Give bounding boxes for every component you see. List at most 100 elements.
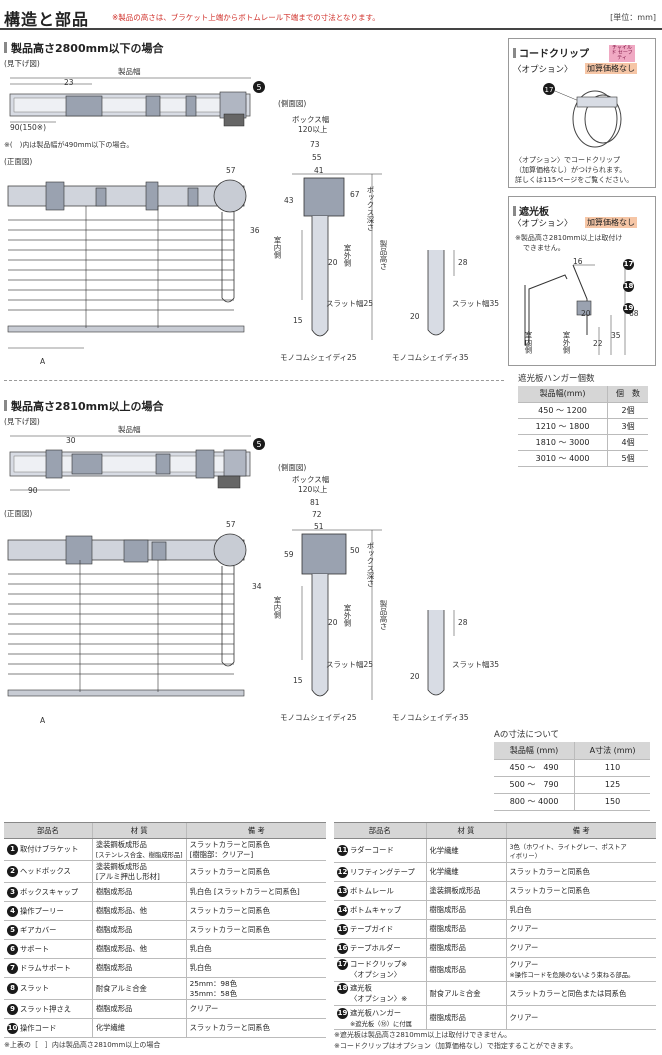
section1-dim-a: A xyxy=(40,357,46,366)
section1-dim-43: 43 xyxy=(284,196,294,205)
section2-dim-90: 90 xyxy=(28,486,38,495)
section2-dim-a: A xyxy=(40,716,46,725)
cord-clip-option: 〈オプション〉 xyxy=(513,65,573,75)
section1-dim-36: 36 xyxy=(250,226,260,235)
section2-dim-59: 59 xyxy=(284,550,294,559)
shade-plate-box: 遮光板 〈オプション〉 加算価格なし ※製品高さ2810mm以上は取付け できま… xyxy=(508,196,656,366)
section1-product-width: 製品幅 xyxy=(118,67,141,76)
section2-dim-50: 50 xyxy=(350,546,360,555)
section2-indoor: 室内側 xyxy=(273,596,282,619)
hanger-table-title: 遮光板ハンガー個数 xyxy=(518,374,595,384)
section1-product-height: 製品高さ xyxy=(379,240,388,270)
section1-note: ※( )内は製品幅が490mm以下の場合。 xyxy=(4,141,134,149)
section1-box-width: ボックス幅 xyxy=(292,115,330,124)
section2-dim-72: 72 xyxy=(312,510,322,519)
section2-dim-20: 20 xyxy=(328,618,338,627)
section1-slat35: スラット幅35 xyxy=(452,299,500,308)
section2-box-depth: ボックス深さ xyxy=(366,542,375,587)
shade-plate-title: 遮光板 xyxy=(513,203,549,218)
shade-plate-dim-68: 68 xyxy=(629,309,639,318)
section2-slat25: スラット幅25 xyxy=(326,660,374,669)
section2-dim-30: 30 xyxy=(66,436,76,445)
shade-plate-outdoor: 室外側 xyxy=(562,331,571,354)
section1-top-view-drawing xyxy=(9,77,251,127)
page-title: 構造と部品 xyxy=(4,10,90,29)
section1-dim-28: 28 xyxy=(458,258,468,267)
section1-slat35-drawing xyxy=(427,250,455,336)
parts-left-footnote: ※上表の［ ］内は製品高さ2810mm以上の場合 xyxy=(4,1041,161,1049)
section2-dim-81: 81 xyxy=(310,498,320,507)
cord-clip-title: コードクリップ xyxy=(513,45,589,60)
section1-indoor: 室内側 xyxy=(273,236,282,259)
svg-text:5: 5 xyxy=(256,83,261,92)
section1-dim-15: 15 xyxy=(293,316,303,325)
section1-slat25: スラット幅25 xyxy=(326,299,374,308)
section1-box-depth: ボックス深さ xyxy=(366,186,375,231)
section2-side-view-label: (側面図) xyxy=(278,463,307,472)
section1-front-view-drawing xyxy=(7,179,247,349)
cord-clip-price: 加算価格なし xyxy=(585,63,637,74)
section1-dim-20: 20 xyxy=(328,258,338,267)
shade-plate-option: 〈オプション〉 xyxy=(513,219,573,229)
callout-5-icon: 5 xyxy=(253,81,265,93)
a-table-title: Aの寸法について xyxy=(494,730,560,740)
cord-clip-drawing: 17 xyxy=(543,83,622,148)
shade-plate-dim-16: 16 xyxy=(573,257,583,266)
section1-dim-57: 57 xyxy=(226,166,236,175)
shade-plate-dim-20: 20 xyxy=(581,309,591,318)
section2-top-view-drawing xyxy=(9,435,251,491)
section1-dim-73: 73 xyxy=(310,140,320,149)
section2-slat35: スラット幅35 xyxy=(452,660,500,669)
section1-outdoor: 室外側 xyxy=(343,244,352,267)
section2-dim-15: 15 xyxy=(293,676,303,685)
section2-top-view-label: (見下げ図) xyxy=(4,417,40,426)
section1-box-width2: 120以上 xyxy=(298,125,328,134)
section2-front-view-label: (正面図) xyxy=(4,509,33,518)
svg-text:5: 5 xyxy=(256,440,261,449)
section2-title: 製品高さ2810mm以上の場合 xyxy=(4,398,164,414)
section2-side-view-drawing xyxy=(292,529,382,700)
section1-dim-20b: 20 xyxy=(410,312,420,321)
header-divider xyxy=(0,28,662,30)
section1-side-view-label: (側面図) xyxy=(278,99,307,108)
section1-side-view-drawing xyxy=(292,173,382,340)
cord-clip-desc1: 〈オプション〉でコードクリップ xyxy=(515,156,620,164)
shade-plate-indoor: 室内側 xyxy=(524,331,533,354)
section2-box-width: ボックス幅 xyxy=(292,475,330,484)
parts-right-footnote1: ※遮光板は製品高さ2810mm以上は取付けできません。 xyxy=(334,1031,512,1039)
shade-plate-note2: できません。 xyxy=(523,244,565,252)
cord-clip-box: コードクリップ チャイルド セーフティ 〈オプション〉 加算価格なし 17 〈オ… xyxy=(508,38,656,188)
section1-dim-23: 23 xyxy=(64,78,74,87)
hanger-header-width: 製品幅(mm) xyxy=(518,386,608,403)
hanger-header-count: 個 数 xyxy=(607,386,648,403)
section2-product-width: 製品幅 xyxy=(118,425,141,434)
section2-dim-51: 51 xyxy=(314,522,324,531)
section1-dim-90: 90(150※) xyxy=(10,123,46,132)
shade-plate-price: 加算価格なし xyxy=(585,217,637,228)
section2-dim-34: 34 xyxy=(252,582,262,591)
section1-dim-67: 67 xyxy=(350,190,360,199)
